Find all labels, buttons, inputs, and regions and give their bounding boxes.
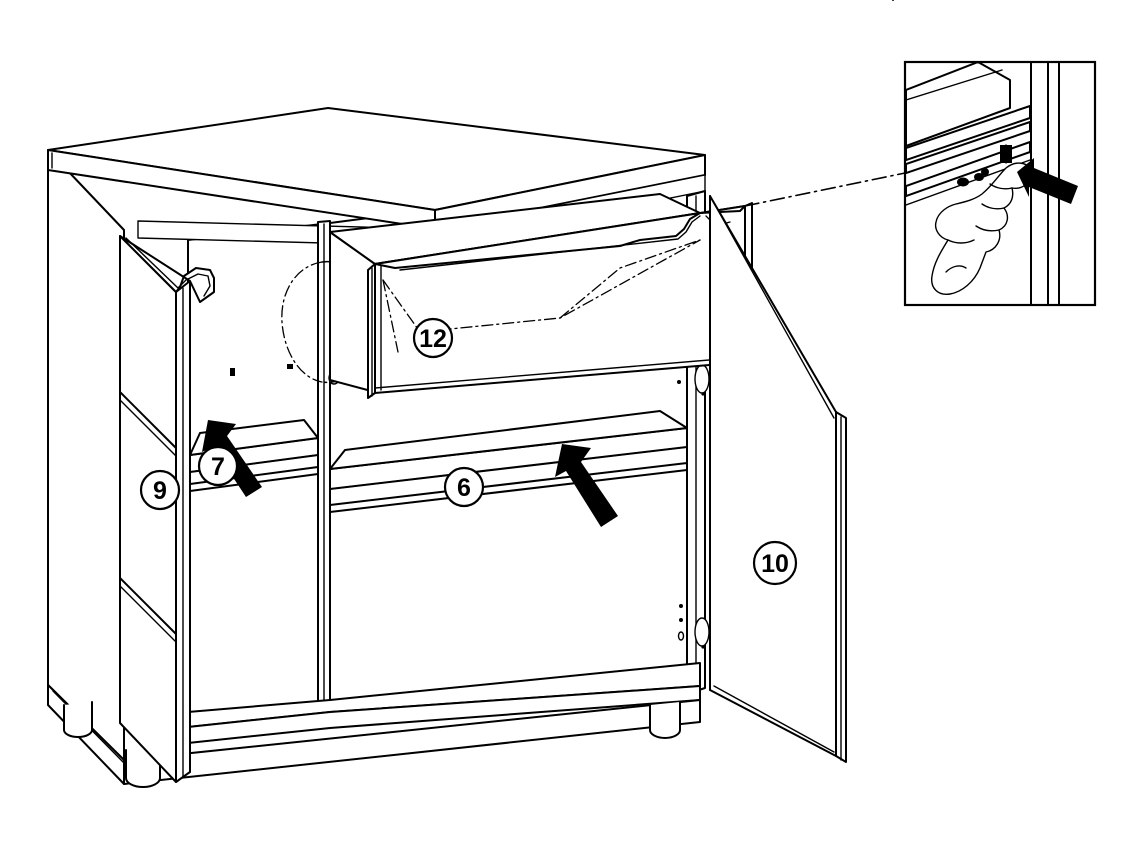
inset-drawer-box xyxy=(906,63,1011,147)
right-door-bottom-inner-line xyxy=(713,685,835,753)
callout-12-label: 12 xyxy=(419,325,447,353)
shelf-6-top-surface xyxy=(329,410,688,470)
drawer-hidden-edge-a xyxy=(382,239,701,333)
shelf-pin-hole-icon xyxy=(230,368,235,376)
hand-knuckle-line xyxy=(945,265,967,273)
callout-12-circle xyxy=(412,317,454,359)
left-door-outer-face xyxy=(119,235,177,783)
shelf-pin-hole-icon xyxy=(287,364,293,369)
feet-group xyxy=(63,0,894,788)
detail-leader-line xyxy=(744,172,906,207)
left-door-division-lower xyxy=(119,577,177,635)
callout-badges: 12 7 9 6 10 xyxy=(139,317,798,586)
hand-finger-crease-3 xyxy=(975,225,1000,232)
inset-drawer-box-line xyxy=(906,69,1003,101)
plinth-front-face xyxy=(123,699,701,785)
callout-10-circle xyxy=(752,540,798,586)
callout-6-circle xyxy=(443,466,485,508)
dowel-hole-icon xyxy=(701,392,705,396)
left-door-9 xyxy=(119,235,215,783)
callout-6: 6 xyxy=(443,466,485,508)
left-door-grip-profile xyxy=(119,235,215,303)
drawer-12 xyxy=(281,193,753,399)
inset-runner-mid xyxy=(906,121,1031,174)
callout-9-circle xyxy=(139,469,181,511)
right-door-10 xyxy=(709,195,847,763)
right-door-top-inner-line xyxy=(713,202,835,419)
inset-runner-lower xyxy=(906,141,1031,197)
drawer-front-bottom-seam xyxy=(374,356,746,389)
cabinet-assembly xyxy=(47,0,894,788)
hand-finger-crease-1 xyxy=(989,183,1013,190)
drawer-grip-recess-line xyxy=(399,215,701,271)
callout-7-label: 7 xyxy=(211,453,225,481)
drawer-hidden-outline-left-back xyxy=(281,261,323,383)
detail-inset-drawer-slide xyxy=(903,60,1097,307)
shelf-6-under-rail xyxy=(329,462,688,513)
detail-inset-content xyxy=(906,63,1078,304)
hinge-bore-upper-icon xyxy=(694,364,710,394)
runner-rivet-icon xyxy=(974,173,984,181)
hand-thumb-crease xyxy=(947,239,975,244)
callout-10: 10 xyxy=(752,540,798,586)
left-door-division-upper xyxy=(119,391,177,449)
hand-illustration xyxy=(931,162,1032,295)
foot-rear-left xyxy=(63,701,93,738)
callout-7: 7 xyxy=(197,445,239,487)
drawer-hidden-edge-c xyxy=(559,239,701,319)
arrow-detail-release-lever xyxy=(1017,158,1078,204)
dowel-hole-icon xyxy=(679,604,683,608)
callout-6-label: 6 xyxy=(457,474,471,502)
callout-10-label: 10 xyxy=(761,550,789,578)
dowel-hole-icon xyxy=(701,645,705,649)
inset-runner-upper xyxy=(906,105,1031,161)
foot-front-right xyxy=(649,0,894,739)
dowel-hole-icon xyxy=(677,380,681,384)
dowel-hole-icon xyxy=(679,618,683,622)
runner-rivet-icon xyxy=(957,177,969,187)
drawer-hidden-edge-b xyxy=(382,279,399,353)
callout-9-label: 9 xyxy=(153,477,167,505)
left-side-panel xyxy=(47,149,125,761)
runner-rivet-icon xyxy=(981,168,989,176)
left-door-division-lower-2 xyxy=(119,585,177,643)
top-panel xyxy=(47,107,706,230)
callout-12: 12 xyxy=(412,317,454,359)
hinge-bore-lower-icon xyxy=(694,617,710,647)
cam-hole-icon xyxy=(677,631,685,641)
shelf-6 xyxy=(329,410,688,513)
shelf-6-bottom-line xyxy=(329,446,688,490)
left-door-division-upper-2 xyxy=(119,399,177,457)
foot-front-right-body xyxy=(649,701,681,739)
callout-9: 9 xyxy=(139,469,181,511)
foot-rear-left-body xyxy=(63,701,93,738)
left-door-grip-inner-line xyxy=(125,237,211,297)
arrow-shelf-6 xyxy=(555,444,618,527)
callout-7-circle xyxy=(197,445,239,487)
hand-finger-crease-2 xyxy=(981,203,1005,210)
